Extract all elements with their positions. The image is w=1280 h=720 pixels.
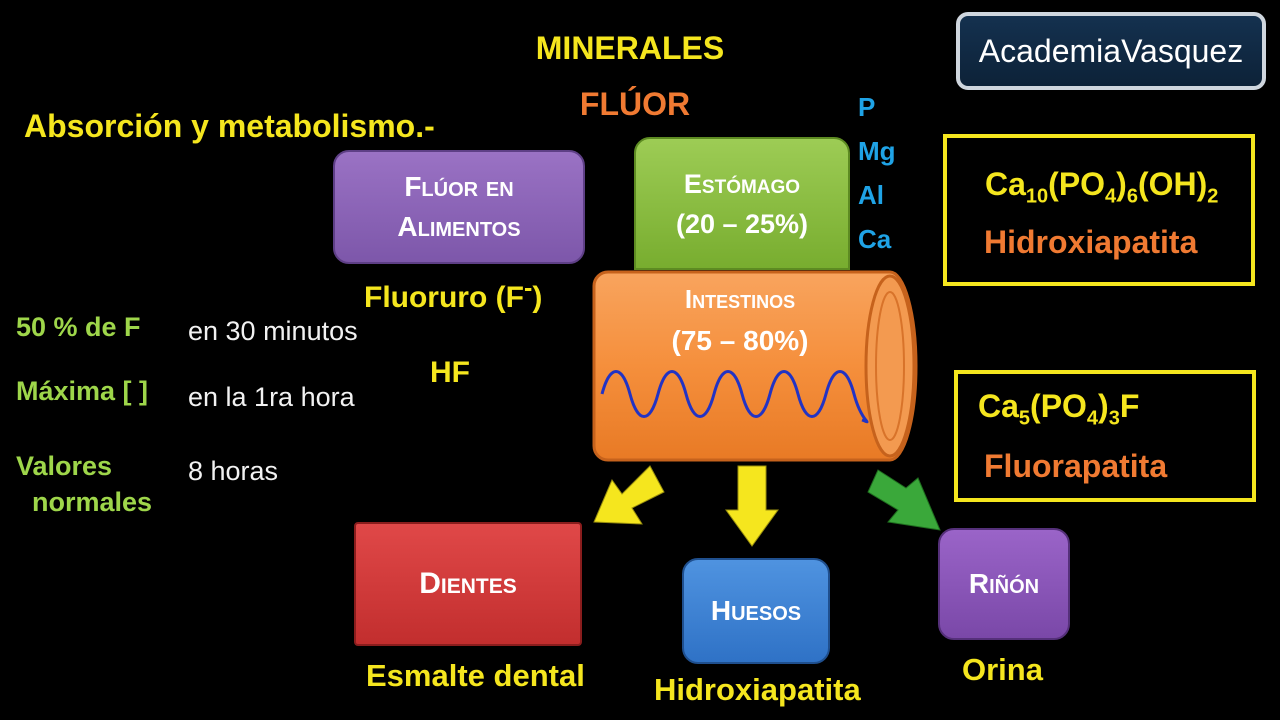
formula-po4: (PO: [1048, 166, 1106, 202]
formula-f: F: [1119, 388, 1140, 424]
formula-ca: Ca: [985, 166, 1026, 202]
fluoride-charge: -: [523, 274, 533, 302]
fluoride-label: Fluoruro (F-): [364, 274, 542, 315]
hydroxyapatite-frame: [943, 134, 1255, 286]
absorption-wave: [600, 370, 869, 424]
bones-box: Huesos: [682, 558, 830, 664]
bones-caption: Hidroxiapatita: [654, 672, 861, 707]
stat-label-half: 50 % de F: [16, 312, 141, 342]
intestine-percent: (75 – 80%): [672, 325, 809, 356]
arrow-to-kidney: [867, 469, 941, 531]
formula-po4: (PO: [1030, 388, 1087, 424]
arrow-to-teeth: [593, 465, 665, 525]
kidney-label: Riñón: [968, 568, 1040, 599]
formula-oh: (OH): [1137, 166, 1208, 202]
fluoride-ion-close: ): [532, 281, 543, 314]
brand-badge: AcademiaVasquez: [956, 12, 1266, 90]
hydroxyapatite-name: Hidroxiapatita: [984, 224, 1198, 260]
stomach-box: Estómago (20 – 25%): [634, 137, 850, 270]
stat-value-normal: 8 horas: [188, 456, 279, 486]
formula-ca-sub: 5: [1018, 407, 1031, 430]
food-box-line1: Flúor en: [404, 171, 514, 202]
stat-label-normal-line2: normales: [32, 487, 153, 517]
fluoride-ion-open: (F: [495, 281, 524, 314]
stat-label-normal-line1: Valores: [16, 451, 113, 481]
intestine-label: Intestinos: [685, 284, 795, 314]
formula-ca: Ca: [978, 388, 1019, 424]
stomach-label: Estómago: [683, 168, 801, 199]
formula-po4-close: ): [1098, 388, 1109, 424]
fluoride-text: Fluoruro: [364, 281, 488, 314]
fluorapatite-frame: [954, 370, 1256, 502]
bones-label: Huesos: [710, 595, 802, 626]
stat-value-max: en la 1ra hora: [188, 382, 355, 412]
intestine-cylinder: Intestinos (75 – 80%): [592, 270, 918, 462]
brand-label: AcademiaVasquez: [978, 32, 1244, 69]
teeth-caption: Esmalte dental: [366, 658, 585, 693]
kidney-box: Riñón: [938, 528, 1070, 640]
mineral-ca: Ca: [858, 224, 892, 254]
formula-oh-sub: 2: [1207, 185, 1219, 208]
formula-po4-sub: 4: [1105, 185, 1117, 208]
page-title: MINERALES: [535, 30, 725, 66]
stat-label-max: Máxima [ ]: [16, 376, 149, 406]
teeth-box: Dientes: [354, 522, 582, 646]
mineral-p: P: [858, 92, 876, 122]
mineral-al: Al: [858, 180, 884, 210]
food-fluoride-box: Flúor en Alimentos: [333, 150, 585, 264]
formula-ca-sub: 10: [1025, 185, 1049, 208]
formula-po4-count: 3: [1108, 407, 1120, 430]
stomach-percent: (20 – 25%): [675, 208, 809, 239]
arrow-to-bones: [725, 465, 779, 547]
mineral-mg: Mg: [858, 136, 896, 166]
fluorapatite-formula: Ca5(PO4)3F: [978, 388, 1139, 430]
hf-label: HF: [430, 356, 470, 389]
teeth-label: Dientes: [419, 567, 517, 600]
stat-value-half: en 30 minutos: [188, 316, 358, 346]
formula-po4-count: 6: [1126, 185, 1138, 208]
fluorapatite-name: Fluorapatita: [984, 448, 1168, 484]
food-box-line2: Alimentos: [397, 211, 521, 242]
formula-po4-sub: 4: [1086, 407, 1099, 430]
hydroxyapatite-formula: Ca10(PO4)6(OH)2: [985, 166, 1218, 208]
stat-label-normal: Valores normales: [16, 448, 152, 520]
section-title: Absorción y metabolismo.-: [24, 108, 435, 144]
kidney-caption: Orina: [962, 652, 1043, 687]
formula-po4-close: ): [1116, 166, 1127, 202]
page-subtitle: FLÚOR: [579, 86, 691, 122]
